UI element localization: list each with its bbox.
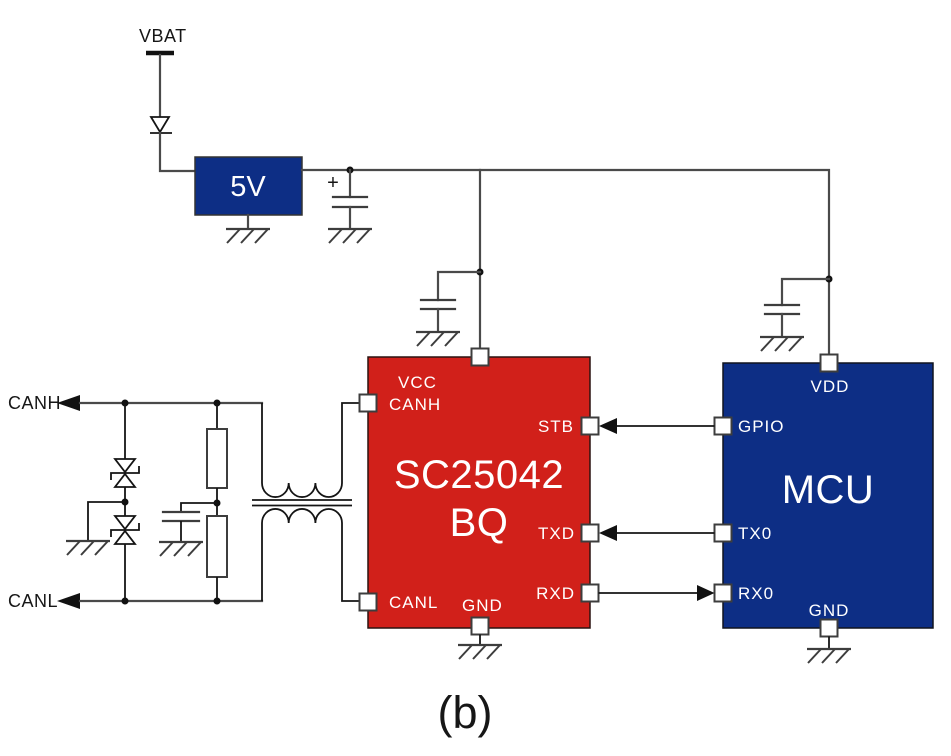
power-supply-section: VBAT 5V + (139, 26, 831, 356)
pin-label-canl: CANL (389, 593, 438, 612)
arrow-left (599, 418, 617, 434)
mcu-decoupling-cap (758, 275, 833, 353)
transceiver-name-line2: BQ (450, 501, 509, 545)
pin-square-tx0 (713, 523, 733, 543)
mcu-ic: MCU VDD GPIO TX0 RX0 GND (713, 353, 934, 665)
pin-label-rx0: RX0 (738, 584, 774, 603)
transceiver-body (367, 356, 591, 629)
pin-square-gnd (470, 616, 490, 636)
ground-symbol (456, 643, 504, 661)
regulator-5v-block (194, 156, 303, 216)
diode-triangle (149, 116, 171, 134)
vbat-label: VBAT (139, 26, 187, 46)
pin-label-gnd: GND (462, 596, 503, 615)
pin-square-vcc (470, 347, 490, 367)
txd-tx0-connection (599, 525, 715, 541)
figure-caption: (b) (438, 687, 493, 738)
tvs-gnd-branch (87, 501, 125, 540)
canl-label: CANL (8, 591, 58, 611)
termination-branch (157, 403, 228, 601)
bulk-capacitor: + (326, 168, 374, 245)
can-bus-section: CANH CANL (8, 393, 264, 611)
tvs-bar (110, 523, 140, 537)
tvs-triangle (113, 472, 137, 488)
ground-symbol (758, 335, 806, 353)
diode-to-regulator-wire (158, 131, 197, 173)
pin-label-txd: TXD (538, 524, 575, 543)
mcu-body (722, 362, 934, 629)
pin-square-stb (580, 416, 600, 436)
split-cap-branch (180, 502, 217, 512)
pin-square-canh (358, 393, 378, 413)
pin-square-canl (358, 592, 378, 612)
pin-square-txd (580, 523, 600, 543)
pin-square-rx0 (713, 583, 733, 603)
termination-resistor-upper (206, 428, 228, 489)
power-rail (300, 168, 831, 356)
stb-gpio-connection (599, 418, 715, 434)
termination-resistor-lower (206, 515, 228, 578)
pin-square-rxd (580, 583, 600, 603)
canh-arrow (57, 395, 80, 411)
common-mode-choke (252, 402, 359, 602)
pin-square-gnd (819, 618, 839, 638)
pin-label-vcc: VCC (398, 373, 437, 392)
reverse-protection-diode (149, 116, 172, 134)
ground-symbol (414, 330, 462, 348)
pin-label-canh: CANH (389, 395, 441, 414)
tvs-diode-lower (110, 515, 140, 545)
tvs-protection-branch (64, 403, 140, 601)
pin-label-gpio: GPIO (738, 417, 785, 436)
signal-connections (598, 418, 715, 601)
cap-plus-sign: + (327, 172, 339, 194)
tvs-diode-upper (110, 458, 140, 488)
arrow-right (697, 585, 715, 601)
pin-square-vdd (819, 353, 839, 373)
canl-arrow (57, 593, 80, 609)
pin-label-vdd: VDD (811, 377, 850, 396)
ground-symbol (64, 539, 112, 557)
mcu-name: MCU (782, 468, 875, 512)
cap-branch-wire (436, 270, 482, 302)
ground-symbol (326, 227, 374, 245)
pin-square-gpio (713, 416, 733, 436)
tvs-triangle (113, 458, 137, 474)
ground-symbol (157, 540, 205, 558)
ground-symbol (224, 227, 272, 245)
pin-label-tx0: TX0 (738, 524, 772, 543)
canh-label: CANH (8, 393, 61, 413)
choke-winding-bottom (261, 508, 359, 602)
pin-label-gnd: GND (809, 601, 850, 620)
arrow-left (599, 525, 617, 541)
rxd-rx0-connection (598, 585, 715, 601)
tvs-triangle (113, 529, 137, 545)
ground-symbol (805, 647, 853, 665)
pin-label-stb: STB (538, 417, 574, 436)
tvs-triangle (113, 515, 137, 531)
transceiver-ic: SC25042 BQ VCC CANH CANL GND STB TXD RXD (358, 347, 600, 661)
cap-branch-wire (780, 277, 831, 307)
regulator-5v-label: 5V (230, 171, 266, 203)
transceiver-decoupling-cap (414, 268, 484, 348)
choke-winding-top (261, 402, 359, 498)
transceiver-name-line1: SC25042 (394, 453, 564, 497)
tvs-bar (110, 466, 140, 480)
pin-label-rxd: RXD (536, 584, 575, 603)
